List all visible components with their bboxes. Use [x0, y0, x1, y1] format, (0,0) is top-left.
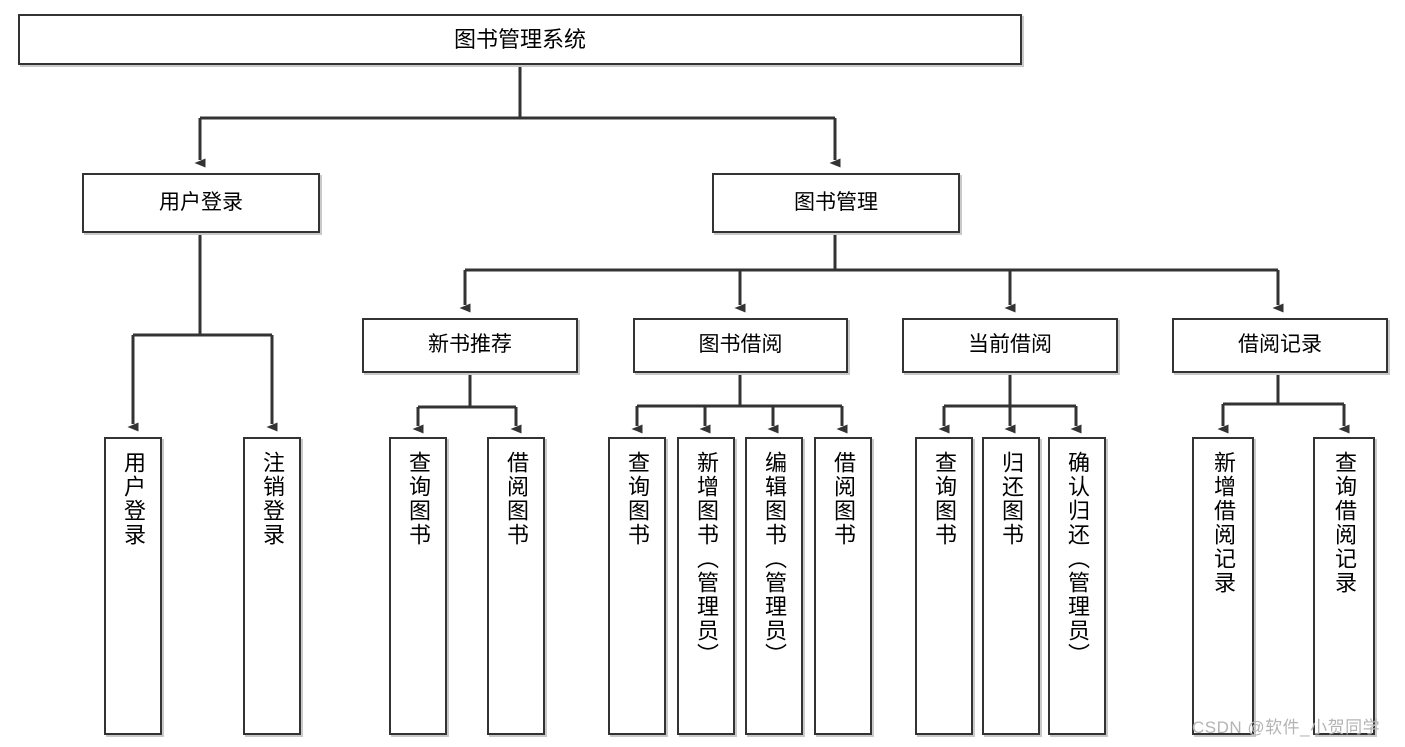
- node-leaf-confirm-return[interactable]: 确认归还（管理员）: [1048, 437, 1106, 735]
- node-leaf-add-book[interactable]: 新增图书（管理员）: [677, 437, 735, 735]
- node-leaf-return-book[interactable]: 归还图书: [982, 437, 1040, 735]
- node-leaf-user-login[interactable]: 用户登录: [104, 437, 162, 735]
- node-leaf-query-book-1[interactable]: 查询图书: [389, 437, 447, 735]
- node-label: 用户登录: [159, 190, 243, 214]
- node-book-borrow[interactable]: 图书借阅: [633, 318, 848, 373]
- node-root-system[interactable]: 图书管理系统: [18, 14, 1022, 65]
- node-label: 归还图书: [999, 451, 1024, 547]
- node-new-book-recommend[interactable]: 新书推荐: [362, 318, 578, 373]
- node-label: 当前借阅: [968, 333, 1052, 357]
- node-label: 查询图书: [932, 451, 957, 547]
- node-label: 新增图书（管理员）: [694, 451, 719, 667]
- node-label: 图书借阅: [698, 333, 783, 357]
- node-label: 确认归还（管理员）: [1065, 451, 1090, 667]
- node-label: 注销登录: [260, 451, 285, 547]
- node-label: 借阅图书: [831, 451, 856, 547]
- node-label: 借阅图书: [504, 451, 529, 547]
- node-label: 借阅记录: [1238, 333, 1322, 357]
- node-label: 查询图书: [625, 451, 650, 547]
- node-label: 查询图书: [406, 451, 431, 547]
- node-user-login[interactable]: 用户登录: [82, 173, 320, 233]
- node-label: 用户登录: [121, 451, 146, 547]
- node-label: 编辑图书（管理员）: [762, 451, 787, 667]
- node-label: 查询借阅记录: [1332, 451, 1357, 595]
- node-borrow-record[interactable]: 借阅记录: [1172, 318, 1388, 373]
- node-leaf-edit-book[interactable]: 编辑图书（管理员）: [745, 437, 803, 735]
- node-leaf-query-record[interactable]: 查询借阅记录: [1313, 437, 1375, 735]
- node-book-management[interactable]: 图书管理: [712, 173, 960, 233]
- node-label: 新书推荐: [428, 333, 512, 357]
- node-leaf-logout[interactable]: 注销登录: [243, 437, 301, 735]
- node-leaf-borrow-book-2[interactable]: 借阅图书: [814, 437, 872, 735]
- node-label: 新增借阅记录: [1211, 451, 1236, 595]
- node-leaf-query-book-3[interactable]: 查询图书: [915, 437, 973, 735]
- node-label: 图书管理系统: [453, 26, 586, 52]
- node-leaf-borrow-book-1[interactable]: 借阅图书: [487, 437, 545, 735]
- node-leaf-query-book-2[interactable]: 查询图书: [608, 437, 666, 735]
- node-leaf-add-record[interactable]: 新增借阅记录: [1192, 437, 1254, 735]
- node-label: 图书管理: [794, 190, 878, 214]
- node-current-borrow[interactable]: 当前借阅: [902, 318, 1118, 373]
